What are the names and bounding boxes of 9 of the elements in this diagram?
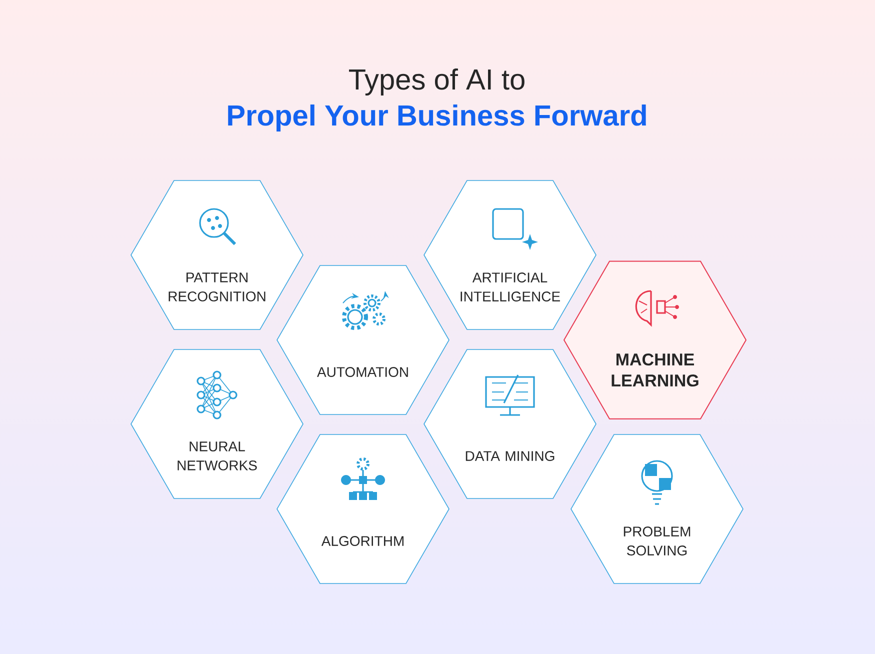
hexagon-box: PATTERN RECOGNITION bbox=[130, 180, 304, 330]
hexagon-box: DATA MINING bbox=[424, 349, 596, 499]
hexagon-box: PROBLEM SOLVING bbox=[570, 434, 744, 584]
hexagon-box: ARTIFICIAL INTELLIGENCE bbox=[424, 180, 596, 330]
subtitle: Propel Your Business Forward bbox=[228, 104, 646, 132]
hexagon-box: AUTOMATION bbox=[276, 265, 450, 415]
hexagon-box: NEURAL NETWORKS bbox=[130, 349, 304, 499]
title: Types of AI to bbox=[349, 68, 524, 96]
hexagon-box: ALGORITHM bbox=[276, 434, 450, 584]
